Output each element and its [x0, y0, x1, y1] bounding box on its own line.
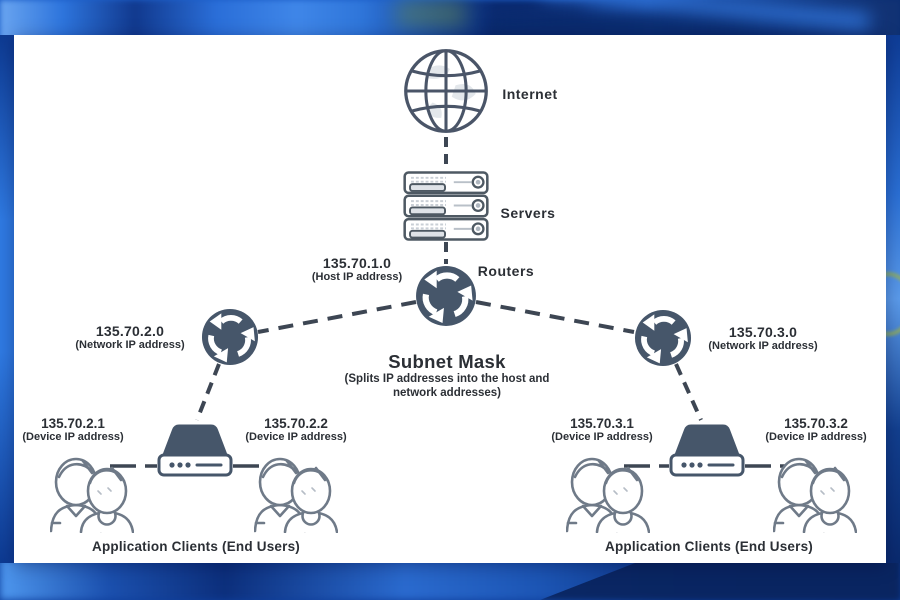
- connector-lines: [110, 137, 790, 468]
- users-icon-right-1: [566, 453, 650, 533]
- app-clients-left-label: Application Clients (End Users): [92, 539, 300, 554]
- subnet-mask-subtitle-line1: (Splits IP addresses into the host and: [344, 373, 550, 385]
- routers-label: Routers: [477, 263, 535, 279]
- users-icon-left-2: [254, 453, 338, 533]
- background-green-blob: [396, 0, 466, 28]
- network-ip-left-address: 135.70.2.0: [95, 323, 165, 339]
- router-icon-left: [201, 308, 259, 366]
- host-ip-caption: (Host IP address): [311, 271, 403, 283]
- subnet-mask-subtitle-line2: network addresses): [392, 386, 502, 399]
- router-icon-right: [634, 309, 692, 367]
- device-ip-left-2-caption: (Device IP address): [245, 431, 347, 443]
- app-clients-right-label: Application Clients (End Users): [605, 539, 813, 554]
- subnet-mask-subtitle: (Splits IP addresses into the host and n…: [345, 373, 550, 400]
- device-ip-right-1-caption: (Device IP address): [551, 431, 653, 443]
- connector-rightrouter-switch: [674, 363, 703, 421]
- network-ip-right-caption: (Network IP address): [708, 340, 818, 352]
- switch-icon-left: [147, 423, 243, 485]
- background-left-edge: [0, 35, 15, 563]
- servers-icon: [403, 171, 489, 241]
- host-ip-address: 135.70.1.0: [322, 255, 392, 271]
- device-ip-right-2-caption: (Device IP address): [765, 431, 867, 443]
- switch-icon-right: [659, 423, 755, 485]
- connector-router-right: [475, 300, 635, 334]
- device-ip-left-1-caption: (Device IP address): [22, 431, 124, 443]
- diagram-panel: Internet: [14, 35, 886, 563]
- users-icon-left-1: [50, 453, 134, 533]
- internet-label: Internet: [502, 86, 558, 102]
- internet-globe-icon: [400, 45, 492, 137]
- subnet-mask-title: Subnet Mask: [388, 351, 506, 372]
- device-ip-left-2-address: 135.70.2.2: [264, 416, 328, 431]
- connector-router-left: [257, 300, 417, 334]
- connector-leftrouter-switch: [195, 363, 221, 421]
- device-ip-right-2-address: 135.70.3.2: [784, 416, 848, 431]
- device-ip-left-1-address: 135.70.2.1: [41, 416, 105, 431]
- servers-label: Servers: [500, 205, 556, 221]
- device-ip-right-1-address: 135.70.3.1: [570, 416, 634, 431]
- network-ip-left-caption: (Network IP address): [75, 339, 185, 351]
- network-ip-right-address: 135.70.3.0: [728, 324, 798, 340]
- router-icon-center: [415, 265, 477, 327]
- users-icon-right-2: [773, 453, 857, 533]
